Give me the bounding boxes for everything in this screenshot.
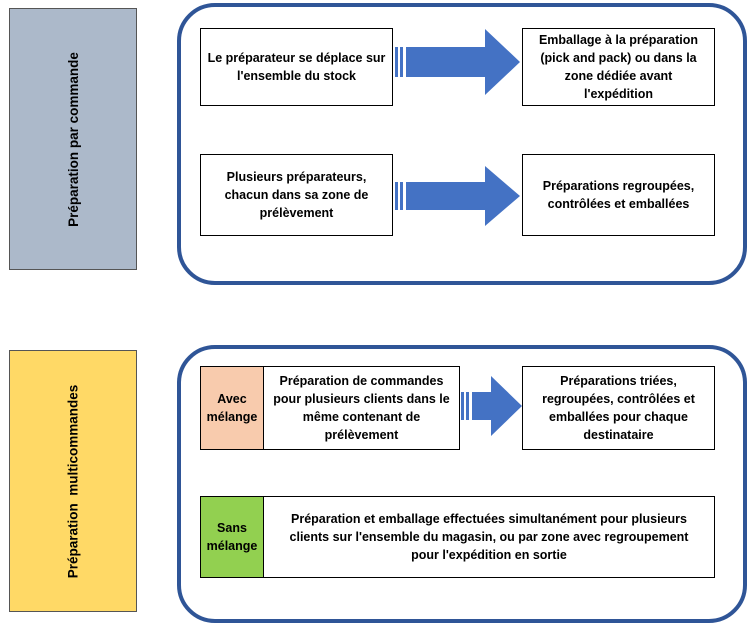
box-plusieurs-preparateurs: Plusieurs préparateurs, chacun dans sa z…: [200, 154, 393, 236]
box-preparation-emballage-simultane: Préparation et emballage effectuées simu…: [263, 496, 715, 578]
label-preparation-par-commande-text: Préparation par commande: [65, 51, 81, 227]
box-plusieurs-preparateurs-text: Plusieurs préparateurs, chacun dans sa z…: [224, 170, 369, 220]
label-preparation-par-commande: Préparation par commande: [9, 8, 137, 270]
box-emballage-preparation-text: Emballage à la préparation (pick and pac…: [538, 33, 699, 101]
box-preparateur-deplace: Le préparateur se déplace sur l'ensemble…: [200, 28, 393, 106]
label-preparation-multicommandes-text: Préparation multicommandes: [65, 384, 81, 578]
tag-sans-melange-text: Sans mélange: [206, 521, 258, 553]
box-preparations-triees-text: Préparations triées, regroupées, contrôl…: [542, 374, 695, 442]
box-emballage-preparation: Emballage à la préparation (pick and pac…: [522, 28, 715, 106]
arrow-right-icon: [395, 29, 520, 95]
box-preparation-commandes-melange-text: Préparation de commandes pour plusieurs …: [273, 374, 450, 442]
box-preparations-regroupees-text: Préparations regroupées, contrôlées et e…: [542, 179, 695, 211]
tag-avec-melange-text: Avec mélange: [206, 392, 258, 424]
tag-sans-melange: Sans mélange: [200, 496, 264, 578]
label-preparation-multicommandes: Préparation multicommandes: [9, 350, 137, 612]
box-preparations-regroupees: Préparations regroupées, contrôlées et e…: [522, 154, 715, 236]
box-preparations-triees: Préparations triées, regroupées, contrôl…: [522, 366, 715, 450]
box-preparateur-deplace-text: Le préparateur se déplace sur l'ensemble…: [207, 51, 386, 83]
arrow-right-icon: [461, 376, 522, 436]
tag-avec-melange: Avec mélange: [200, 366, 264, 450]
arrow-right-icon: [395, 166, 520, 226]
box-preparation-emballage-simultane-text: Préparation et emballage effectuées simu…: [289, 512, 689, 562]
box-preparation-commandes-melange: Préparation de commandes pour plusieurs …: [263, 366, 460, 450]
